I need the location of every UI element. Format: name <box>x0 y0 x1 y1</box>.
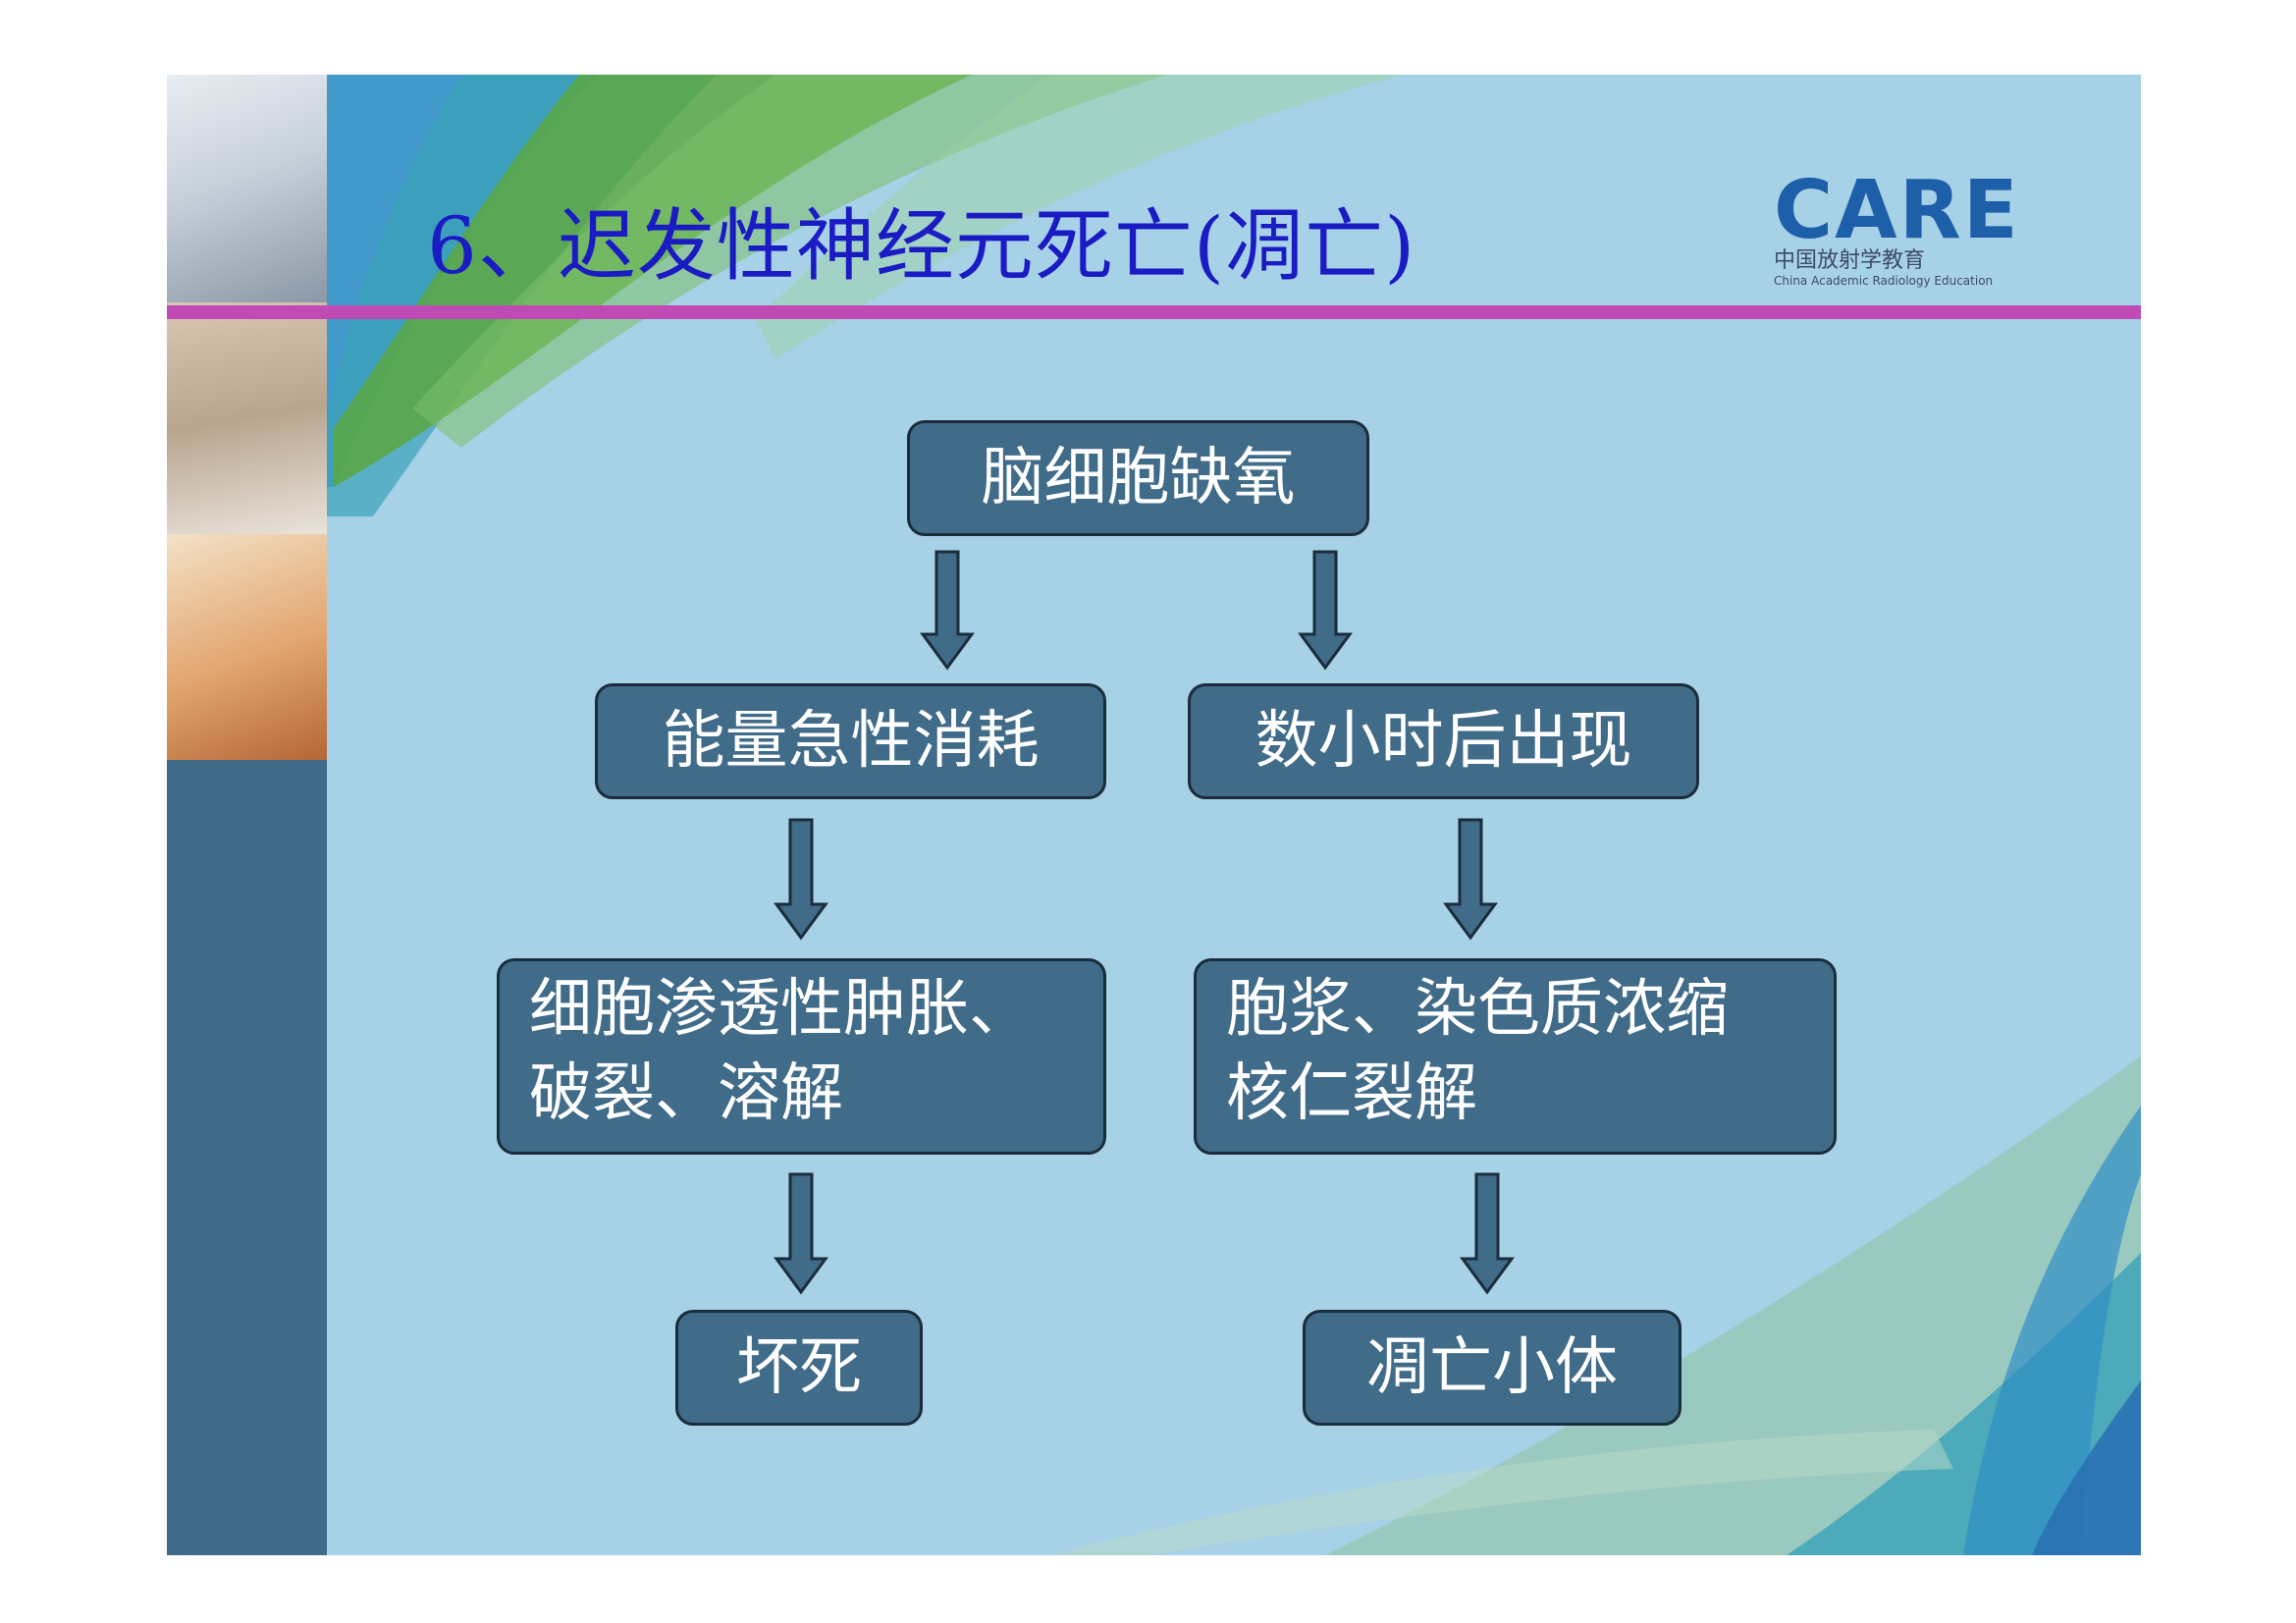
header-divider <box>167 305 2141 319</box>
logo-name-en: China Academic Radiology Education <box>1774 274 1994 288</box>
node-root: 脑细胞缺氧 <box>907 420 1369 536</box>
sidebar-panel <box>167 75 327 1555</box>
arrow-left-step2-to-result <box>774 1172 828 1295</box>
arrow-right-step2-to-result <box>1460 1172 1515 1295</box>
node-right-step2: 胞浆、染色质浓缩 核仁裂解 <box>1194 958 1837 1155</box>
patient-care-photo <box>167 534 327 760</box>
logo-mark: CARE <box>1774 164 2020 257</box>
node-left-step2: 细胞渗透性肿胀、 破裂、溶解 <box>497 958 1106 1155</box>
node-left-step2-line1: 细胞渗透性肿胀、 <box>529 973 1032 1046</box>
node-left-step1: 能量急性消耗 <box>595 683 1106 799</box>
medical-staff-photo <box>167 302 327 534</box>
lab-doctor-photo <box>167 75 327 302</box>
arrow-root-to-left <box>920 550 975 671</box>
arrow-right-step1-to-step2 <box>1443 818 1498 941</box>
logo-name-cn: 中国放射学教育 <box>1774 248 1926 273</box>
slide-title: 6、迟发性神经元死亡(凋亡) <box>427 200 1416 292</box>
flow-arrows <box>774 550 1515 1295</box>
arrow-left-step1-to-step2 <box>774 818 828 941</box>
node-right-result: 凋亡小体 <box>1303 1310 1682 1426</box>
node-left-step2-line2: 破裂、溶解 <box>529 1057 843 1130</box>
background-swooshes <box>327 75 2141 1555</box>
node-right-step2-line1: 胞浆、染色质浓缩 <box>1226 973 1729 1046</box>
care-logo: CARE 中国放射学教育 China Academic Radiology Ed… <box>1774 164 2029 291</box>
node-right-step2-line2: 核仁裂解 <box>1226 1057 1477 1130</box>
node-right-step1: 数小时后出现 <box>1188 683 1699 799</box>
arrow-root-to-right <box>1298 550 1353 671</box>
slide: 6、迟发性神经元死亡(凋亡) CARE 中国放射学教育 China Academ… <box>167 75 2141 1555</box>
node-left-result: 坏死 <box>675 1310 923 1426</box>
